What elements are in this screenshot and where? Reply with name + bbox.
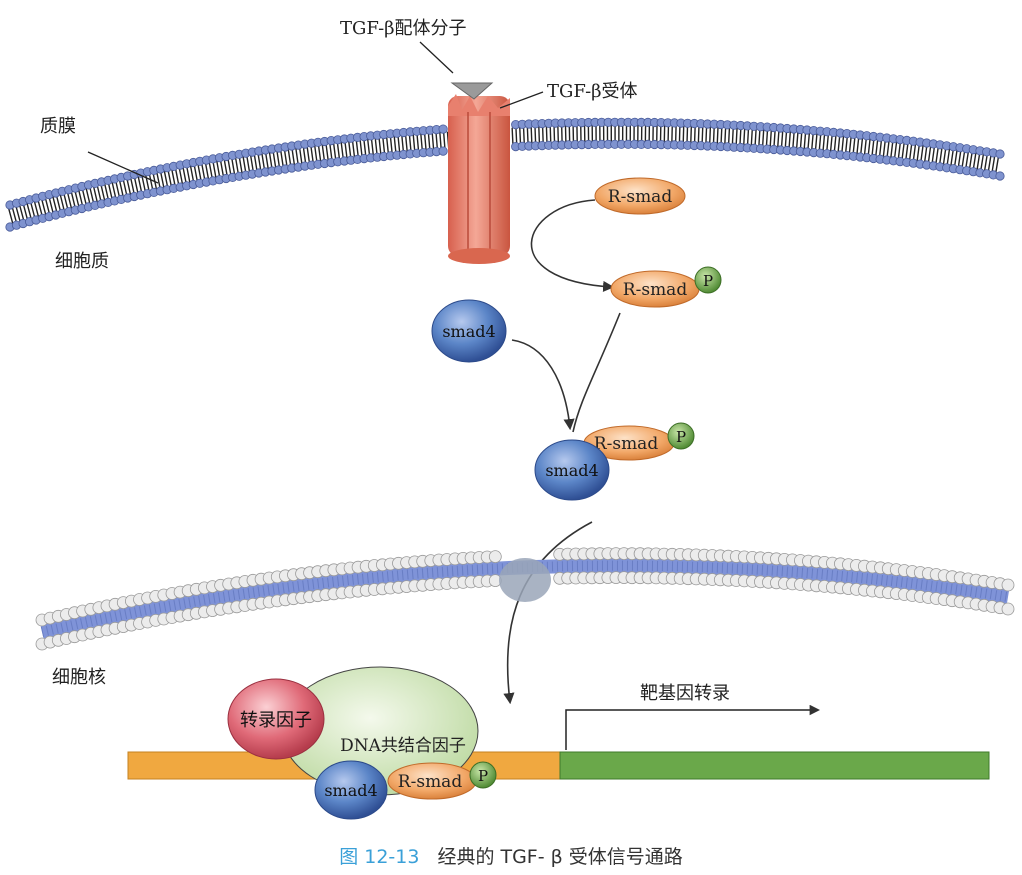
rsmad-unphosphorylated: R-smad	[594, 177, 686, 215]
lipid-head	[438, 124, 448, 134]
figure-number: 图 12-13	[339, 846, 420, 868]
phosphate-label: P	[703, 272, 713, 290]
smad-complex: R-smad P smad4	[534, 422, 695, 501]
figure-caption: 图 12-13 经典的 TGF- β 受体信号通路	[0, 842, 1022, 869]
tgf-beta-ligand	[450, 82, 494, 100]
smad4-free: smad4	[431, 299, 507, 363]
smad4-label: smad4	[324, 781, 377, 800]
lipid-head	[438, 146, 448, 156]
transcription-factor-label: 转录因子	[240, 710, 312, 731]
plasma-membrane-label: 质膜	[40, 116, 76, 137]
arrow-complex-formation-2	[511, 339, 575, 431]
nuclear-pore	[499, 558, 551, 602]
membrane-outer-heads	[5, 117, 1005, 210]
membrane-inner-heads	[5, 139, 1005, 232]
dna-cofactor-label: DNA共结合因子	[340, 736, 466, 756]
arrow-rsmad-phosphorylation	[530, 199, 615, 293]
rsmad-label: R-smad	[398, 772, 463, 792]
rsmad-label: R-smad	[623, 280, 688, 300]
nuclear-envelope	[35, 547, 1015, 651]
ligand-label: TGF-β配体分子	[340, 18, 467, 39]
receptor-label: TGF-β受体	[547, 81, 638, 102]
receptor-pointer	[499, 91, 544, 109]
rsmad-phosphorylated: R-smad P	[610, 266, 722, 308]
rsmad-label: R-smad	[608, 187, 673, 207]
nuclear-envelope-inner-heads	[35, 571, 1015, 651]
nucleus-label: 细胞核	[52, 667, 106, 688]
arrow-complex-formation-1	[572, 312, 621, 433]
plasma-membrane-pointer	[87, 151, 159, 184]
lipid-head	[488, 550, 502, 563]
phosphate-label: P	[676, 428, 686, 446]
smad4-label: smad4	[442, 322, 495, 341]
ligand-pointer	[419, 41, 454, 74]
smad4-label: smad4	[545, 461, 598, 480]
membrane-lipid-tails	[7, 125, 1002, 224]
lipid-head	[1001, 578, 1015, 592]
dna-target-gene-region	[559, 751, 990, 780]
cytoplasm-label: 细胞质	[55, 251, 109, 272]
target-transcription-label: 靶基因转录	[640, 683, 730, 704]
lipid-head	[995, 149, 1005, 159]
transcription-complex: DNA共结合因子 转录因子 smad4 R-smad P	[227, 666, 497, 820]
phosphate-label: P	[478, 767, 488, 785]
transcription-factor	[227, 678, 325, 760]
transcription-start-arrow	[565, 704, 821, 750]
figure-title: 经典的 TGF- β 受体信号通路	[437, 846, 683, 868]
lipid-head	[1001, 602, 1015, 616]
nuclear-envelope-outer-heads	[35, 547, 1015, 627]
lipid-head	[995, 171, 1005, 181]
tgf-beta-receptor	[448, 94, 510, 264]
plasma-membrane	[5, 117, 1005, 232]
rsmad-label: R-smad	[594, 434, 659, 454]
